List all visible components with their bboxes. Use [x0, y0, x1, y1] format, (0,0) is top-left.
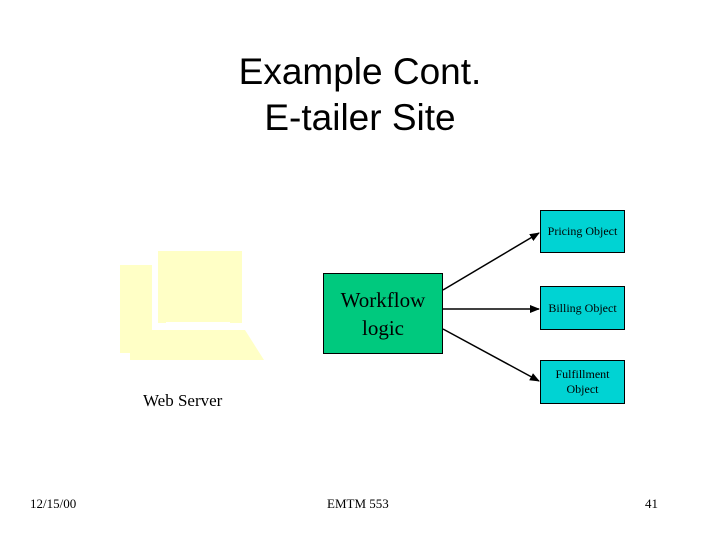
- billing-object-label: Billing Object: [548, 300, 617, 315]
- monitor-shape: [158, 251, 242, 323]
- arrow-to-pricing: [442, 232, 540, 291]
- fulfillment-object-box: Fulfillment Object: [540, 360, 625, 404]
- keyboard-shape: [130, 330, 264, 360]
- monitor-gap: [166, 322, 230, 330]
- server-computer-icon: [120, 251, 264, 360]
- billing-object-box: Billing Object: [540, 286, 625, 330]
- arrow-to-fulfillment: [442, 328, 540, 382]
- fulfillment-object-label-line1: Fulfillment: [555, 367, 610, 381]
- slide-title-line1: Example Cont.: [238, 51, 482, 92]
- footer-page-number: 41: [645, 496, 658, 511]
- pricing-object-label: Pricing Object: [547, 224, 618, 238]
- fulfillment-object-label-line2: Object: [566, 382, 599, 396]
- footer-course: EMTM 553: [327, 496, 389, 511]
- workflow-label-line1: Workflow: [340, 287, 426, 312]
- footer-date: 12/15/00: [30, 496, 77, 511]
- slide-title-line2: E-tailer Site: [264, 97, 456, 138]
- workflow-label-line2: logic: [361, 315, 404, 340]
- web-server-label: Web Server: [143, 391, 223, 410]
- workflow-logic-box: Workflow logic: [323, 273, 443, 354]
- pricing-object-box: Pricing Object: [540, 210, 625, 253]
